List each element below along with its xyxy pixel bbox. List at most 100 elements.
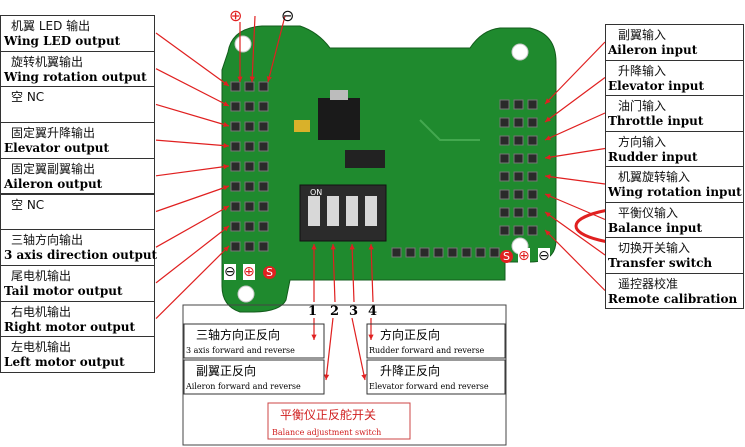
arrow-head [223,206,229,211]
balance-switch-en: Balance adjustment switch [272,428,382,437]
arrow-head [330,244,336,250]
left-pin [244,141,255,152]
capacitor [294,120,310,132]
left-pin [230,161,241,172]
left-pin [258,241,269,252]
arrow-line [332,243,336,303]
left-label-cn: 三轴方向输出 [11,233,84,248]
arrow-line [544,147,606,159]
switch-box-2 [366,323,506,359]
left-pin [258,221,269,232]
right-pin [499,171,510,182]
left-pin [258,201,269,212]
arrow-head [545,212,551,218]
bottom-pin [391,247,402,258]
regulator-tab [330,90,348,100]
arrow-head [545,98,551,104]
right-label-en: Aileron input [608,43,698,57]
right-pin [527,171,538,182]
right-label-cn: 平衡仪输入 [618,205,679,220]
right-pin [527,135,538,146]
left-label-5: 空 NC [0,193,155,231]
arrow-line [155,68,230,107]
right-pin [527,189,538,200]
arrow-head [249,76,255,82]
arrow-head [368,334,374,340]
right-label-cn: 副翼输入 [618,28,667,42]
balance-switch-box [267,402,411,440]
arrow-head [223,142,229,149]
left-pin [244,161,255,172]
arrow-line [370,243,374,303]
arrow-head [361,374,367,380]
arrow-line [544,229,606,291]
left-label-2: 空 NC [0,86,155,124]
arrow-line [155,139,230,147]
right-label-cn: 遥控器校准 [618,276,679,291]
left-pin [244,221,255,232]
left-pin [244,101,255,112]
left-label-cn: 空 NC [11,90,45,105]
left-label-en: Tail motor output [4,283,123,298]
arrow-head [545,135,551,141]
left-label-cn: 尾电机输出 [11,268,72,283]
arrow-head [545,116,551,122]
mount-hole-tr [511,43,529,61]
right-pin [527,117,538,128]
right-pin [499,207,510,218]
right-pin [513,225,524,236]
arrow-line [155,205,230,248]
arrow-head [324,374,330,380]
left-pin [230,241,241,252]
left-pin-header [230,81,269,252]
dip-lever-2 [327,196,339,226]
arrow-line [155,245,230,320]
arrow-head [545,193,551,199]
left-pin [258,121,269,132]
left-label-en: Left motor output [4,355,125,370]
bottom-pin [447,247,458,258]
left-label-cn: 旋转机翼输出 [11,54,84,69]
switch-4-en: Elevator forward end reverse [369,382,489,391]
arrow-line [544,112,606,141]
left-label-cn: 左电机输出 [11,340,72,355]
left-label-en: Wing LED output [4,34,121,48]
right-pin [499,153,510,164]
left-pin [230,201,241,212]
left-label-cn: 右电机输出 [11,304,72,319]
left-pin [230,141,241,152]
left-pin [258,161,269,172]
br-minus-marker: ⊖ [538,248,550,264]
left-pin [258,141,269,152]
top-minus-marker: ⊖ [281,6,295,25]
right-pin [513,135,524,146]
top-plus-marker: ⊕ [229,6,243,25]
br-plus-marker: ⊕ [518,248,530,264]
dip-lever-1 [308,196,320,226]
arrow-line [351,243,355,303]
connection-arrows [155,15,606,381]
right-pin-header [499,99,538,236]
arrow-head [545,174,551,180]
right-label-en: Elevator input [608,78,705,93]
bottom-pin [405,247,416,258]
left-label-cn: 空 NC [11,197,45,212]
balance-switch-cn: 平衡仪正反舵开关 [280,408,377,422]
arrow-head [545,230,551,236]
right-label-en: Remote calibration [608,291,738,306]
left-label-en: Aileron output [4,176,103,191]
right-label-cn: 油门输入 [618,99,667,113]
right-pin [513,153,524,164]
arrow-head [266,76,272,82]
left-label-cn: 固定翼升降输出 [11,126,96,141]
